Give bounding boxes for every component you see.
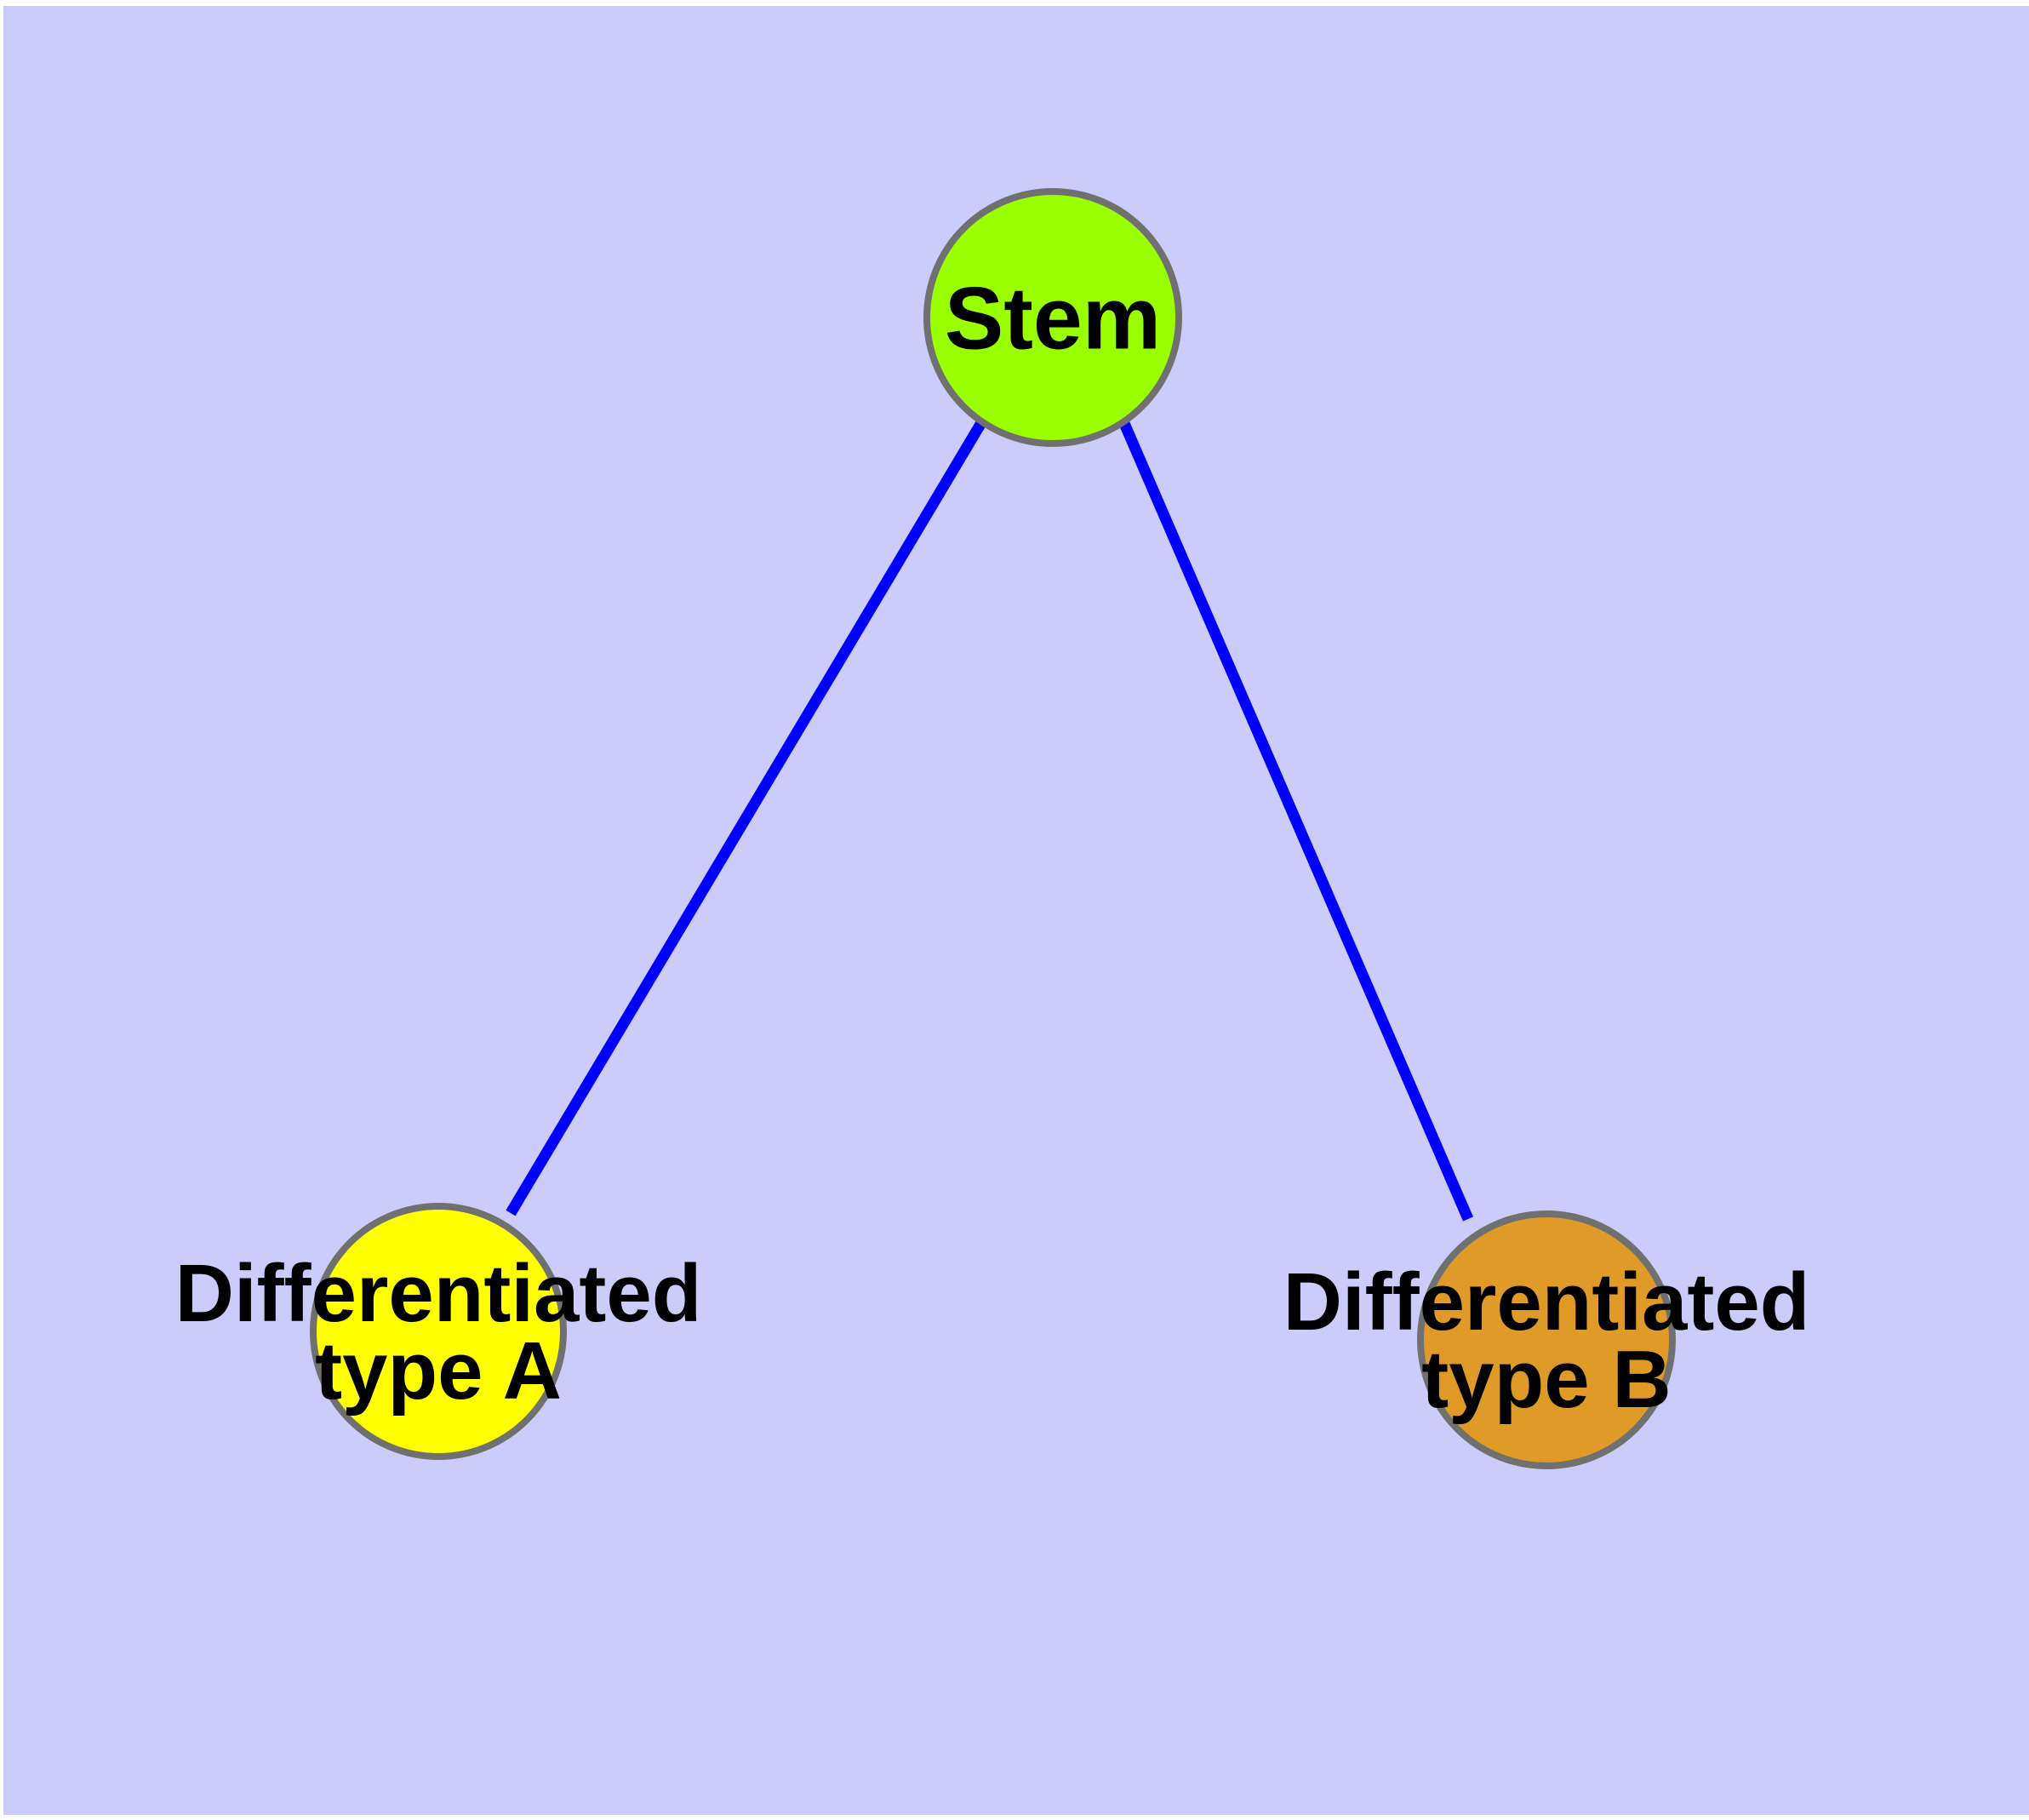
- node-differentiated-type-a-label-line2: type A: [315, 1325, 562, 1417]
- node-group: Stem Differentiated type A Differentiate…: [175, 188, 1810, 1469]
- node-differentiated-type-b[interactable]: Differentiated type B: [1283, 1210, 1810, 1469]
- node-differentiated-type-b-label-line2: type B: [1421, 1334, 1671, 1425]
- node-stem-label: Stem: [945, 269, 1161, 368]
- edge-stem-to-differentiated-a[interactable]: [506, 418, 987, 1216]
- node-stem[interactable]: Stem: [923, 188, 1182, 447]
- node-differentiated-type-a[interactable]: Differentiated type A: [175, 1203, 702, 1460]
- node-stem-circle[interactable]: [923, 188, 1182, 447]
- node-differentiated-type-a-label-line1: Differentiated: [175, 1248, 702, 1339]
- node-differentiated-type-b-label-line1: Differentiated: [1283, 1256, 1810, 1348]
- edge-group: [506, 418, 1473, 1222]
- edge-stem-to-differentiated-b[interactable]: [1118, 419, 1473, 1222]
- node-differentiated-type-b-circle[interactable]: [1417, 1210, 1676, 1469]
- node-differentiated-type-a-circle[interactable]: [310, 1203, 567, 1460]
